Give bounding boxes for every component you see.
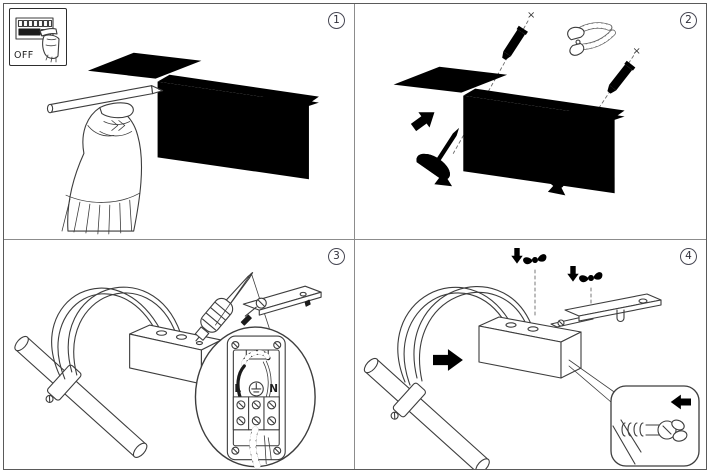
pencil-icon (46, 85, 164, 114)
wing-screw-icon (522, 253, 549, 270)
sheet-frame: 1 OFF (3, 3, 707, 470)
earth-ground-icon (248, 381, 264, 397)
wall-anchor-icon (604, 60, 636, 96)
lamp-arms (397, 286, 532, 386)
step-number: 3 (333, 250, 340, 263)
step-2-number-badge: 2 (680, 12, 697, 29)
push-right-arrow-icon (433, 349, 463, 371)
down-arrow-icon (567, 266, 579, 282)
hand-with-pencil (61, 102, 143, 235)
step-number: 4 (685, 250, 692, 263)
direction-arrow-icon (407, 104, 441, 136)
terminal-block: L N (226, 335, 286, 469)
terminal-live-label: L (234, 383, 241, 395)
thumb-screw-detail (610, 385, 700, 467)
lamp-tube (363, 357, 490, 469)
step-number: 1 (333, 14, 340, 27)
mounting-bracket (393, 66, 625, 194)
step-3-number-badge: 3 (328, 248, 345, 265)
callout-lines (568, 359, 618, 395)
step-2-illustration: × × (393, 10, 641, 202)
down-arrow-icon (511, 248, 523, 264)
step-1-number-badge: 1 (328, 12, 345, 29)
step-3-illustration: L N (14, 271, 322, 469)
drill-mark: × (527, 10, 535, 21)
breaker-illustration (15, 17, 60, 63)
pliers-icon (567, 22, 616, 56)
step-1-panel: 1 OFF (4, 4, 355, 240)
power-off-breaker-icon: OFF (9, 8, 67, 66)
power-off-label: OFF (14, 50, 34, 61)
wing-screw-icon (578, 271, 605, 288)
terminal-neutral-label: N (269, 383, 278, 395)
wall-anchor-icon (499, 25, 528, 62)
step-number: 2 (685, 14, 692, 27)
lamp-tube (14, 335, 148, 458)
lamp-arms (51, 286, 182, 380)
connection-box (478, 316, 582, 379)
step-4-illustration (363, 248, 700, 469)
step-4-number-badge: 4 (680, 248, 697, 265)
step-1-illustration (46, 52, 319, 235)
callout-lines (568, 365, 612, 403)
step-2-panel: 2 × × (355, 4, 706, 240)
step-4-panel: 4 (355, 240, 706, 469)
step-3-panel: 3 (4, 240, 355, 469)
wall-bracket (550, 293, 662, 328)
wall-bracket-side-view (240, 285, 322, 326)
drill-mark: × (633, 46, 641, 57)
